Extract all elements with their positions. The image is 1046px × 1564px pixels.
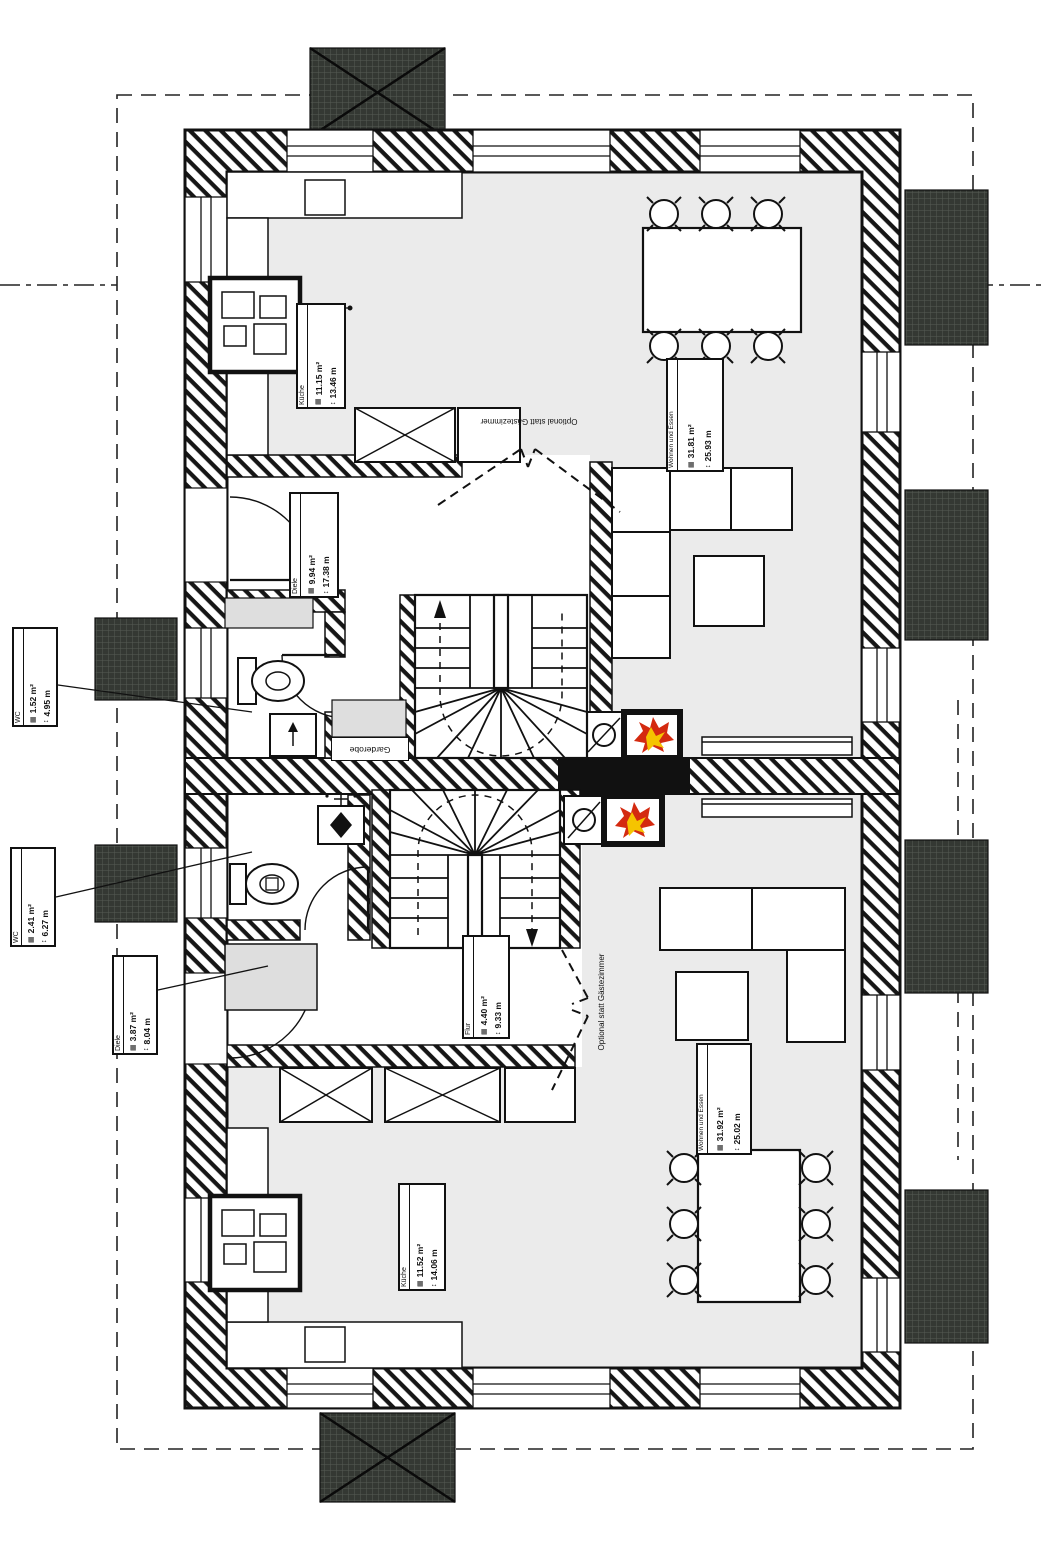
room-perimeter: 25.93 m <box>703 430 714 462</box>
area-icon: ▦ <box>687 461 695 468</box>
room-perimeter: 13.46 m <box>328 367 339 399</box>
area-icon: ▦ <box>716 1144 724 1151</box>
garderobe-closet <box>331 699 407 738</box>
interior-walls <box>226 454 613 1068</box>
stairs-upper <box>413 593 589 760</box>
room-area: 4.40 m² <box>478 996 489 1026</box>
area-icon: ▦ <box>28 936 36 943</box>
room-label-diele-upper: Diele ▦ 9.94 m² ↕ 17.38 m <box>289 492 339 598</box>
room-label-kueche-upper: Küche ▦ 11.15 m² ↕ 13.46 m <box>296 303 346 409</box>
area-icon: ▦ <box>30 716 38 723</box>
room-name: Wohnen und Essen <box>698 1045 708 1153</box>
perimeter-icon: ↕ <box>43 719 51 724</box>
optional-note-lower-text: Optional statt Gästezimmer <box>597 953 606 1051</box>
room-perimeter: 17.38 m <box>321 556 332 588</box>
room-name: Küche <box>400 1185 411 1289</box>
bath-lower <box>224 792 365 1011</box>
dining-set-upper <box>641 196 803 364</box>
room-area: 9.94 m² <box>306 555 317 585</box>
room-name: Wohnen und Essen <box>668 360 678 470</box>
area-icon: ▦ <box>416 1280 424 1287</box>
perimeter-icon: ↕ <box>323 590 331 595</box>
room-label-wohnen-lower: Wohnen und Essen ▦ 31.92 m² ↕ 25.02 m <box>696 1043 752 1155</box>
room-area: 11.52 m² <box>414 1243 425 1278</box>
room-name: Diele <box>114 957 125 1053</box>
room-area: 1.52 m² <box>28 684 39 714</box>
room-label-wc-upper: WC ▦ 1.52 m² ↕ 4.95 m <box>12 627 58 727</box>
fireplace-upper <box>583 709 683 761</box>
dining-set-lower <box>666 1148 834 1304</box>
area-icon: ▦ <box>130 1044 138 1051</box>
room-label-flur-lower: Flur ▦ 4.40 m² ↕ 9.33 m <box>462 935 510 1039</box>
site-blocks <box>94 46 989 1504</box>
room-perimeter: 9.33 m <box>492 1002 503 1029</box>
sofa-upper <box>611 467 793 659</box>
perimeter-icon: ↕ <box>143 1047 151 1052</box>
kitchen-lower <box>207 1067 576 1369</box>
room-perimeter: 14.06 m <box>428 1249 439 1281</box>
perimeter-icon: ↕ <box>330 401 338 406</box>
room-label-wohnen-upper: Wohnen und Essen ▦ 31.81 m² ↕ 25.93 m <box>666 358 724 472</box>
optional-note-lower: Optional statt Gästezimmer <box>594 922 614 1082</box>
perimeter-icon: ↕ <box>430 1283 438 1288</box>
perimeter-icon: ↕ <box>705 464 713 469</box>
fireplace-lower <box>563 793 665 847</box>
room-area: 31.92 m² <box>715 1107 726 1142</box>
perimeter-icon: ↕ <box>41 939 49 944</box>
perimeter-icon: ↕ <box>733 1147 741 1152</box>
room-perimeter: 25.02 m <box>732 1113 743 1145</box>
wc-upper <box>224 597 317 757</box>
room-name: Diele <box>291 494 302 596</box>
room-perimeter: 8.04 m <box>141 1018 152 1045</box>
stairs-lower <box>388 788 562 950</box>
perimeter-icon: ↕ <box>494 1031 502 1036</box>
area-icon: ▦ <box>480 1028 488 1035</box>
party-wall <box>184 757 901 795</box>
sideboards <box>701 736 853 818</box>
room-name: Flur <box>464 937 475 1037</box>
room-label-wc-lower: WC ▦ 2.41 m² ↕ 6.27 m <box>10 847 56 947</box>
sofa-lower <box>659 887 846 1043</box>
garderobe-label: Garderobe <box>331 737 409 761</box>
room-name: Küche <box>298 305 309 407</box>
area-icon: ▦ <box>315 398 323 405</box>
room-name: WC <box>12 849 23 945</box>
optional-note-upper: Optional statt Gästezimmer <box>480 417 578 426</box>
area-icon: ▦ <box>308 587 316 594</box>
room-area: 3.87 m² <box>128 1012 139 1042</box>
room-perimeter: 4.95 m <box>41 690 52 717</box>
room-label-diele-lower: Diele ▦ 3.87 m² ↕ 8.04 m <box>112 955 158 1055</box>
annotation-lines <box>55 448 621 1091</box>
room-label-kueche-lower: Küche ▦ 11.52 m² ↕ 14.06 m <box>398 1183 446 1291</box>
room-area: 31.81 m² <box>685 424 696 459</box>
room-area: 2.41 m² <box>26 904 37 934</box>
room-perimeter: 6.27 m <box>39 910 50 937</box>
kitchen-upper <box>207 171 521 463</box>
room-name: WC <box>14 629 25 725</box>
room-area: 11.15 m² <box>313 361 324 396</box>
